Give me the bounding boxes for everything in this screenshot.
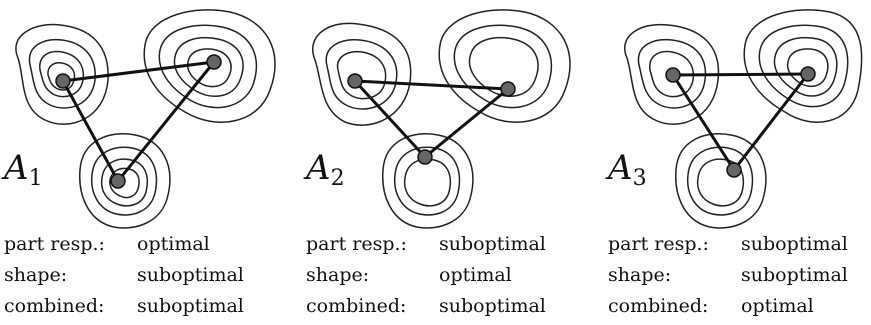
property-row: combined: optimal bbox=[608, 291, 848, 322]
property-row: combined: suboptimal bbox=[306, 291, 546, 322]
property-key: part resp.: bbox=[608, 233, 709, 255]
part-bottom bbox=[79, 133, 171, 229]
node bbox=[800, 66, 816, 82]
part-right bbox=[143, 9, 276, 123]
property-key: shape: bbox=[4, 264, 68, 286]
property-key: part resp.: bbox=[4, 233, 105, 255]
part-bottom bbox=[382, 133, 474, 229]
property-key: shape: bbox=[608, 264, 672, 286]
property-row: part resp.: suboptimal bbox=[608, 229, 848, 260]
property-key: shape: bbox=[306, 264, 370, 286]
part-right bbox=[438, 9, 571, 123]
panel-3-diagram bbox=[624, 9, 863, 229]
panel-1-label: A1 bbox=[4, 148, 43, 191]
property-row: shape: suboptimal bbox=[608, 260, 848, 291]
panel-3-links bbox=[671, 72, 810, 171]
part-right bbox=[743, 9, 863, 123]
panel-2-nodes bbox=[347, 73, 516, 165]
property-key: combined: bbox=[306, 295, 407, 317]
node bbox=[417, 149, 433, 165]
panel-2-label: A2 bbox=[306, 148, 345, 191]
node bbox=[55, 73, 71, 89]
panel-1-properties: part resp.: optimal shape: suboptimal co… bbox=[4, 229, 244, 322]
panel-2-properties: part resp.: suboptimal shape: optimal co… bbox=[306, 229, 546, 322]
property-row: shape: optimal bbox=[306, 260, 546, 291]
property-row: shape: suboptimal bbox=[4, 260, 244, 291]
part-left bbox=[624, 23, 720, 125]
property-value: optimal bbox=[741, 295, 814, 317]
node bbox=[206, 54, 222, 70]
property-value: suboptimal bbox=[741, 233, 848, 255]
property-value: suboptimal bbox=[741, 264, 848, 286]
panel-label-letter: A bbox=[306, 148, 331, 188]
part-bottom bbox=[675, 133, 767, 229]
node bbox=[347, 73, 363, 89]
node bbox=[665, 67, 681, 83]
panel-3-properties: part resp.: suboptimal shape: suboptimal… bbox=[608, 229, 848, 322]
panel-1-links bbox=[61, 60, 216, 182]
property-value: optimal bbox=[439, 264, 512, 286]
property-value: suboptimal bbox=[439, 233, 546, 255]
property-value: suboptimal bbox=[439, 295, 546, 317]
panel-label-index: 2 bbox=[330, 166, 345, 191]
part-left bbox=[312, 22, 412, 126]
panel-1-diagram bbox=[15, 9, 276, 229]
panel-3-nodes bbox=[665, 66, 816, 178]
panel-3-label: A3 bbox=[608, 148, 647, 191]
property-value: suboptimal bbox=[137, 295, 244, 317]
panel-label-letter: A bbox=[608, 148, 633, 188]
property-key: combined: bbox=[608, 295, 709, 317]
part-left bbox=[15, 23, 109, 125]
panel-label-index: 3 bbox=[632, 166, 647, 191]
panel-label-index: 1 bbox=[28, 166, 43, 191]
property-row: combined: suboptimal bbox=[4, 291, 244, 322]
property-value: suboptimal bbox=[137, 264, 244, 286]
panel-label-letter: A bbox=[4, 148, 29, 188]
property-key: combined: bbox=[4, 295, 105, 317]
property-row: part resp.: suboptimal bbox=[306, 229, 546, 260]
node bbox=[110, 173, 126, 189]
property-key: part resp.: bbox=[306, 233, 407, 255]
node bbox=[726, 162, 742, 178]
panel-2-diagram bbox=[312, 9, 571, 229]
property-value: optimal bbox=[137, 233, 210, 255]
property-row: part resp.: optimal bbox=[4, 229, 244, 260]
node bbox=[500, 81, 516, 97]
panel-1-nodes bbox=[55, 54, 222, 189]
panel-2-links bbox=[353, 79, 509, 159]
